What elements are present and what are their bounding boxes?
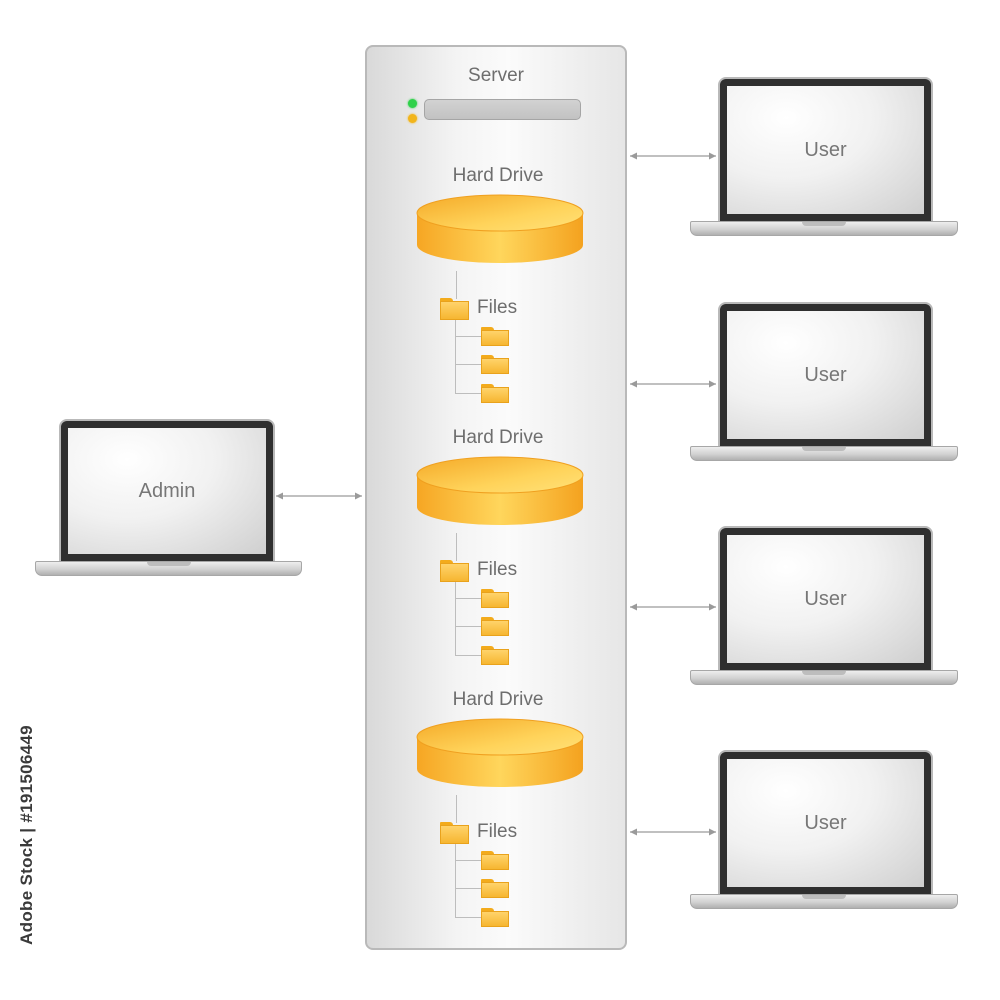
laptop-lid: User <box>718 77 933 223</box>
files-label: Files <box>477 559 518 580</box>
laptop-base <box>690 221 958 236</box>
laptop-base <box>690 670 958 685</box>
folder-icon <box>481 384 509 403</box>
green-led-icon <box>408 99 417 108</box>
laptop-lid: User <box>718 302 933 448</box>
tree-connector <box>455 336 481 337</box>
stock-watermark-id: Adobe Stock | #191506449 <box>17 725 36 945</box>
folder-icon <box>481 908 509 927</box>
folder-icon <box>440 822 469 844</box>
tree-connector <box>455 582 456 656</box>
user-laptop-icon: User <box>690 526 958 686</box>
tree-connector <box>455 598 481 599</box>
files-label: Files <box>477 297 518 318</box>
admin-label: Admin <box>68 428 266 554</box>
hard-drive-label: Hard Drive <box>452 427 544 448</box>
tree-connector <box>455 917 481 918</box>
tree-connector <box>455 320 456 394</box>
hard-drive-group: Hard Drive Files <box>367 165 629 405</box>
orange-led-icon <box>408 114 417 123</box>
files-label: Files <box>477 821 518 842</box>
tree-connector <box>456 533 457 561</box>
hard-drive-group: Hard Drive Files <box>367 427 629 667</box>
tree-connector <box>456 795 457 823</box>
folder-icon <box>481 327 509 346</box>
folder-icon <box>481 879 509 898</box>
user-label: User <box>727 759 924 887</box>
server-title: Server <box>468 65 524 86</box>
user-label: User <box>727 86 924 214</box>
folder-icon <box>481 617 509 636</box>
laptop-base <box>690 446 958 461</box>
user-label: User <box>727 535 924 663</box>
tree-connector <box>455 364 481 365</box>
folder-icon <box>481 646 509 665</box>
folder-icon <box>481 589 509 608</box>
disk-icon <box>416 456 584 525</box>
hard-drive-label: Hard Drive <box>452 689 544 710</box>
server-icon: Server Hard Drive Files <box>365 45 627 950</box>
laptop-lid: User <box>718 526 933 672</box>
tree-connector <box>455 860 481 861</box>
folder-icon <box>481 851 509 870</box>
tree-connector <box>455 844 456 918</box>
user-laptop-icon: User <box>690 77 958 237</box>
tree-connector <box>455 626 481 627</box>
folder-icon <box>481 355 509 374</box>
folder-icon <box>440 298 469 320</box>
user-label: User <box>727 311 924 439</box>
user-laptop-icon: User <box>690 302 958 462</box>
user-laptop-icon: User <box>690 750 958 910</box>
drive-bay-slot <box>424 99 581 120</box>
laptop-lid: User <box>718 750 933 896</box>
laptop-lid: Admin <box>59 419 275 563</box>
disk-icon <box>416 718 584 787</box>
laptop-base <box>690 894 958 909</box>
tree-connector <box>455 393 481 394</box>
hard-drive-label: Hard Drive <box>452 165 544 186</box>
laptop-base <box>35 561 302 576</box>
folder-icon <box>440 560 469 582</box>
tree-connector <box>455 655 481 656</box>
tree-connector <box>455 888 481 889</box>
admin-laptop-icon: Admin <box>35 419 302 577</box>
tree-connector <box>456 271 457 299</box>
hard-drive-group: Hard Drive Files <box>367 689 629 929</box>
disk-icon <box>416 194 584 263</box>
